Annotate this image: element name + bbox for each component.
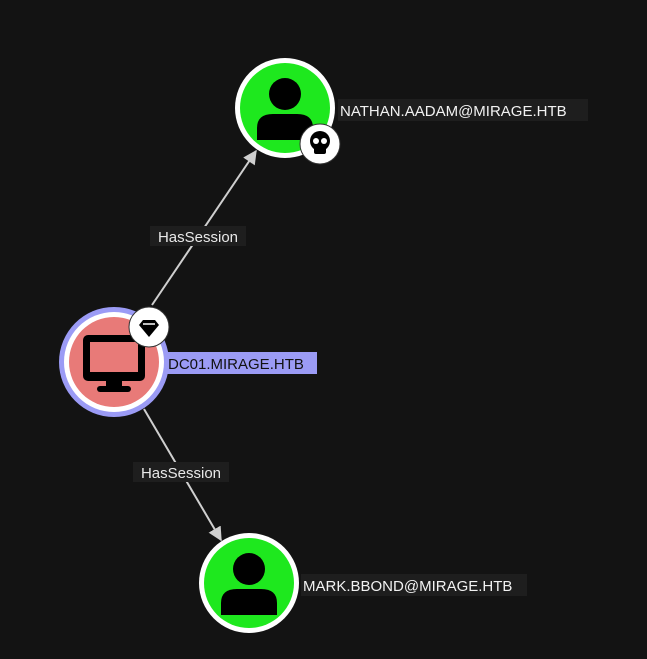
node-mark[interactable]: MARK.BBOND@MIRAGE.HTB [199,533,527,633]
gem-icon [128,306,170,348]
node-label: NATHAN.AADAM@MIRAGE.HTB [340,103,567,120]
skull-icon [299,123,341,165]
node-dc01[interactable]: DC01.MIRAGE.HTB [59,306,317,417]
computer-icon [83,335,145,392]
edge-dc01-nathan[interactable]: HasSession [150,149,257,306]
user-icon [221,553,277,615]
node-label: DC01.MIRAGE.HTB [168,356,304,373]
edge-dc01-mark[interactable]: HasSession [133,408,229,542]
node-label: MARK.BBOND@MIRAGE.HTB [303,578,512,595]
edge-label: HasSession [141,465,221,482]
user-icon [257,78,313,140]
node-nathan[interactable]: NATHAN.AADAM@MIRAGE.HTB [235,58,588,165]
edge-label: HasSession [158,229,238,246]
